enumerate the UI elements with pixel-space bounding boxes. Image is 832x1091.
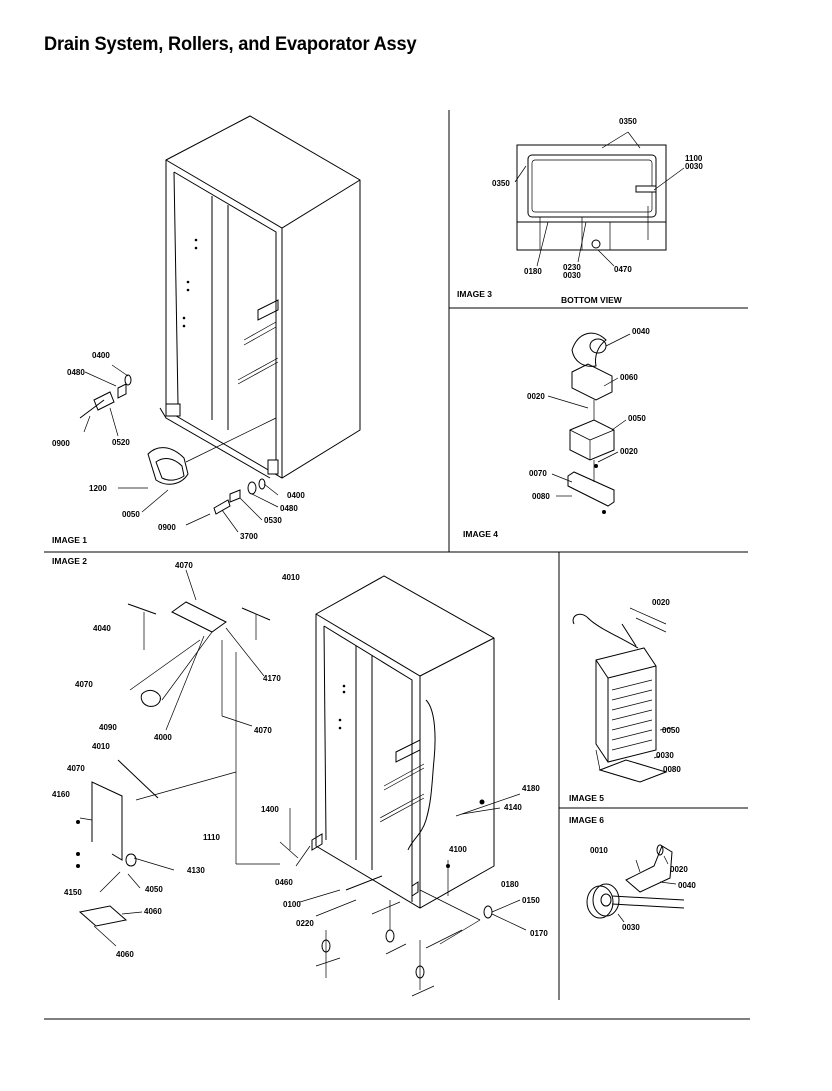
image4-fan-motor-drawing — [547, 332, 631, 514]
callout-label: 0900 — [158, 523, 176, 532]
image3-callouts: 0350 1100 0030 0350 0180 0230 0030 0470 — [492, 117, 703, 280]
image6-label: IMAGE 6 — [569, 815, 604, 825]
callout-label: 4140 — [504, 803, 522, 812]
image3-caption: BOTTOM VIEW — [561, 295, 623, 305]
callout-label: 0150 — [522, 896, 540, 905]
callout-label: 4100 — [449, 845, 467, 854]
callout-label: 0180 — [501, 880, 519, 889]
callout-label: 4070 — [67, 764, 85, 773]
callout-label: 0080 — [532, 492, 550, 501]
callout-label: 0050 — [662, 726, 680, 735]
image2-callouts: 4070 4010 4040 4170 4070 4090 4000 4070 … — [52, 561, 548, 959]
callout-label: 0530 — [264, 516, 282, 525]
callout-label: 0030 — [685, 162, 703, 171]
panel-dividers — [44, 110, 750, 1020]
callout-label: 0020 — [652, 598, 670, 607]
callout-label: 0020 — [527, 392, 545, 401]
callout-label: 0350 — [619, 117, 637, 126]
callout-label: 0050 — [628, 414, 646, 423]
callout-label: 0480 — [280, 504, 298, 513]
callout-label: 4010 — [92, 742, 110, 751]
callout-label: 0400 — [92, 351, 110, 360]
image4-label: IMAGE 4 — [463, 529, 498, 539]
callout-label: 0470 — [614, 265, 632, 274]
image6-roller-drawing — [586, 844, 685, 923]
callout-label: 0010 — [590, 846, 608, 855]
callout-label: 0030 — [563, 271, 581, 280]
callout-label: 0080 — [663, 765, 681, 774]
callout-label: 0060 — [620, 373, 638, 382]
callout-label: 4130 — [187, 866, 205, 875]
callout-label: 0350 — [492, 179, 510, 188]
callout-label: 4070 — [175, 561, 193, 570]
callout-label: 4050 — [145, 885, 163, 894]
callout-label: 0900 — [52, 439, 70, 448]
callout-label: 0460 — [275, 878, 293, 887]
callout-label: 0520 — [112, 438, 130, 447]
callout-label: 4040 — [93, 624, 111, 633]
callout-label: 0050 — [122, 510, 140, 519]
callout-label: 0030 — [656, 751, 674, 760]
callout-label: 4090 — [99, 723, 117, 732]
image2-drain-system-drawing — [76, 569, 527, 997]
callout-label: 4070 — [75, 680, 93, 689]
callout-label: 4180 — [522, 784, 540, 793]
image2-label: IMAGE 2 — [52, 556, 87, 566]
image3-label: IMAGE 3 — [457, 289, 492, 299]
image5-callouts: 0020 0050 0030 0080 — [652, 598, 681, 774]
callout-label: 1200 — [89, 484, 107, 493]
page-title: Drain System, Rollers, and Evaporator As… — [44, 34, 417, 55]
callout-label: 0480 — [67, 368, 85, 377]
callout-label: 0100 — [283, 900, 301, 909]
callout-label: 4060 — [116, 950, 134, 959]
callout-label: 0040 — [678, 881, 696, 890]
callout-label: 4170 — [263, 674, 281, 683]
callout-label: 0040 — [632, 327, 650, 336]
callout-label: 4010 — [282, 573, 300, 582]
callout-label: 4060 — [144, 907, 162, 916]
callout-label: 0400 — [287, 491, 305, 500]
image6-callouts: 0010 0020 0040 0030 — [590, 846, 696, 932]
callout-label: 4160 — [52, 790, 70, 799]
callout-label: 4150 — [64, 888, 82, 897]
callout-label: 0020 — [620, 447, 638, 456]
callout-label: 0020 — [670, 865, 688, 874]
callout-label: 0170 — [530, 929, 548, 938]
callout-label: 1110 — [203, 833, 220, 842]
callout-label: 0070 — [529, 469, 547, 478]
panel-labels: IMAGE 1 IMAGE 2 IMAGE 3 BOTTOM VIEW IMAG… — [52, 289, 623, 825]
callout-label: 0180 — [524, 267, 542, 276]
image5-label: IMAGE 5 — [569, 793, 604, 803]
image4-callouts: 0040 0060 0020 0050 0020 0070 0080 — [527, 327, 650, 501]
image1-cabinet-drawing — [79, 115, 361, 533]
image3-bottom-view-drawing — [514, 131, 685, 267]
callout-label: 3700 — [240, 532, 258, 541]
callout-label: 0220 — [296, 919, 314, 928]
image1-label: IMAGE 1 — [52, 535, 87, 545]
callout-label: 1400 — [261, 805, 279, 814]
callout-label: 4000 — [154, 733, 172, 742]
image1-callouts: 0400 0480 0900 0520 1200 0050 0900 3700 … — [52, 351, 305, 541]
callout-label: 0030 — [622, 923, 640, 932]
image5-evaporator-drawing — [572, 607, 673, 783]
callout-label: 1100 — [685, 154, 703, 163]
callout-label: 4070 — [254, 726, 272, 735]
callout-label: 0230 — [563, 263, 581, 272]
